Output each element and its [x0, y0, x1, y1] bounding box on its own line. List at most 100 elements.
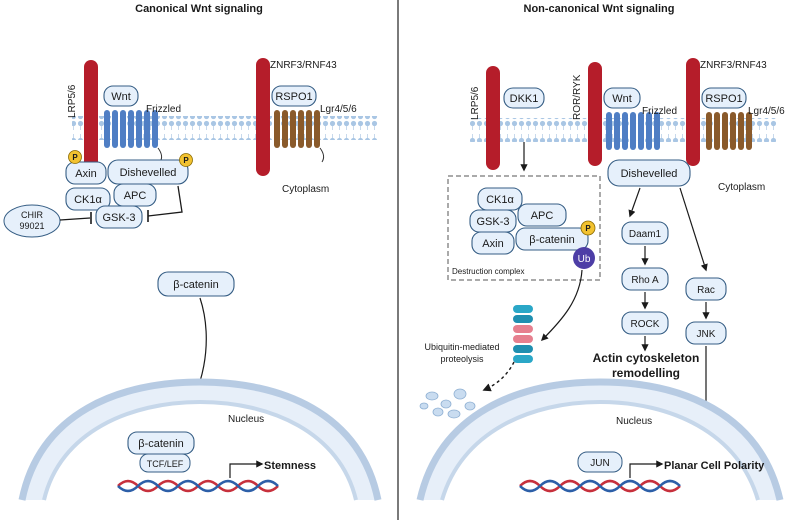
dvl-to-rac-arrow — [679, 187, 708, 272]
right-dna — [519, 479, 681, 493]
left-transcription-arrow — [229, 460, 264, 478]
right-dkk1-label: DKK1 — [510, 93, 539, 105]
right-wnt-label: Wnt — [612, 93, 632, 105]
right-znrf-receptor — [686, 58, 700, 166]
right-axin-label: Axin — [482, 238, 503, 250]
right-panel-title: Non-canonical Wnt signaling — [524, 3, 675, 15]
right-dkk1 — [503, 87, 545, 109]
rac-label: Rac — [697, 285, 715, 296]
right-ub-label: Ub — [578, 254, 591, 265]
right-frizzled-receptor — [606, 112, 660, 150]
ubiquitin-label-line1: Ubiquitin-mediated — [424, 342, 499, 352]
right-ubiquitin — [573, 247, 595, 269]
right-wnt — [603, 87, 641, 109]
ubiquitin-label-line2: proteolysis — [440, 354, 484, 364]
destruction-complex-box — [447, 175, 601, 281]
left-lrp-receptor — [84, 60, 98, 178]
left-wnt-label: Wnt — [111, 91, 131, 103]
rock-label: ROCK — [631, 319, 660, 330]
jnk — [685, 321, 727, 345]
left-lgr-receptor — [274, 110, 325, 163]
rhoa-label: Rho A — [631, 275, 659, 286]
left-gsk3-label: GSK-3 — [102, 212, 135, 224]
left-nucleus-label: Nucleus — [228, 414, 264, 425]
daam1 — [621, 221, 669, 245]
right-apc-label: APC — [531, 210, 554, 222]
left-rspo1-label: RSPO1 — [275, 91, 312, 103]
right-ub-arrow — [540, 269, 583, 342]
left-chir-inhibition — [59, 217, 91, 221]
left-phospho-dvl-label: P — [183, 156, 189, 165]
left-dishevelled-label: Dishevelled — [120, 167, 177, 179]
left-panel-title: Canonical Wnt signaling — [135, 3, 263, 15]
rho-a — [621, 267, 669, 291]
destruction-complex-label: Destruction complex — [452, 267, 524, 276]
left-lrp-label: LRP5/6 — [67, 84, 78, 118]
left-gsk3 — [95, 205, 143, 229]
right-dishevelled-label: Dishevelled — [621, 168, 678, 180]
left-axin — [65, 161, 107, 185]
proteasome-icon — [513, 305, 533, 363]
jun-label: JUN — [590, 458, 609, 469]
left-lgr-label: Lgr4/5/6 — [320, 104, 357, 115]
right-dishevelled — [607, 159, 691, 187]
left-cytoplasm-label: Cytoplasm — [282, 184, 329, 195]
left-znrf-receptor — [256, 58, 270, 176]
right-frizzled-label: Frizzled — [642, 106, 677, 117]
right-bcatenin-label: β-catenin — [529, 234, 574, 246]
left-bcatenin-nuclear-label: β-catenin — [138, 438, 183, 450]
right-axin — [471, 231, 515, 255]
left-chir-line1: CHIR — [21, 210, 43, 220]
rock — [621, 311, 669, 335]
dvl-to-daam1-arrow — [628, 187, 641, 218]
right-phospho — [580, 220, 596, 236]
right-apc — [517, 203, 567, 227]
right-rspo1-label: RSPO1 — [705, 93, 742, 105]
right-transcription-arrow — [629, 460, 664, 478]
actin-label-line2: remodelling — [612, 366, 680, 380]
pcp-label: Planar Cell Polarity — [664, 460, 765, 472]
right-ror-label: ROR/RYK — [572, 74, 583, 120]
daam1-label: Daam1 — [629, 229, 662, 240]
jnk-label: JNK — [697, 329, 716, 340]
left-phospho-axin — [68, 150, 82, 164]
left-chir-line2: 99021 — [19, 221, 44, 231]
right-ck1a-label: CK1α — [486, 194, 514, 206]
right-rspo1 — [701, 87, 747, 109]
left-dna — [117, 479, 279, 493]
left-tcf-lef — [139, 453, 191, 473]
right-lrp-receptor — [486, 66, 500, 170]
actin-label-line1: Actin cytoskeleton — [593, 351, 700, 365]
right-phospho-label: P — [585, 224, 591, 233]
left-bcatenin-label: β-catenin — [173, 279, 218, 291]
right-cytoplasm-label: Cytoplasm — [718, 182, 765, 193]
right-lrp-label: LRP5/6 — [470, 86, 481, 120]
right-ror-receptor — [588, 62, 602, 166]
left-apc-label: APC — [124, 190, 147, 202]
rac — [685, 277, 727, 301]
left-dvl-inhibition — [147, 185, 183, 217]
left-chir99021 — [3, 204, 61, 238]
left-ck1a — [65, 187, 111, 211]
right-nucleus-label: Nucleus — [616, 416, 652, 427]
left-stemness-label: Stemness — [264, 460, 316, 472]
left-frizzled-label: Frizzled — [146, 104, 181, 115]
proteolysis-arrow — [482, 361, 515, 392]
right-lgr-label: Lgr4/5/6 — [748, 106, 785, 117]
left-rspo1 — [271, 85, 317, 107]
left-phospho-axin-label: P — [72, 153, 78, 162]
left-frizzled-receptor — [104, 110, 163, 163]
left-znrf-label: ZNRF3/RNF43 — [270, 60, 337, 71]
jun — [577, 451, 623, 473]
right-gsk3-label: GSK-3 — [476, 216, 509, 228]
left-axin-label: Axin — [75, 168, 96, 180]
left-bcatenin — [157, 271, 235, 297]
right-znrf-label: ZNRF3/RNF43 — [700, 60, 767, 71]
left-phospho-dvl — [179, 153, 193, 167]
peptide-fragments-icon — [419, 388, 476, 419]
left-tcf-label: TCF/LEF — [147, 459, 184, 469]
left-ck1a-label: CK1α — [74, 194, 102, 206]
right-lgr-receptor — [706, 112, 752, 150]
